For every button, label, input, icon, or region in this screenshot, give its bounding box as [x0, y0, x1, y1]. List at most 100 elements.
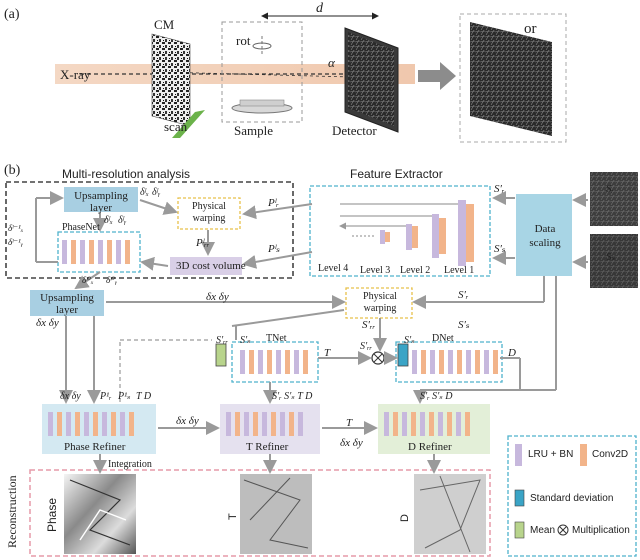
dnet-label: DNet	[432, 333, 454, 344]
level-2: Level 2	[400, 265, 431, 276]
lru-bn-layer	[102, 412, 107, 436]
phasenet-layers	[62, 240, 130, 264]
d-image	[414, 474, 486, 554]
legend-lru: LRU + BN	[528, 449, 574, 460]
t-refiner-layers	[226, 412, 303, 436]
phase-refiner-label: Phase Refiner	[64, 441, 126, 453]
output-image	[470, 22, 552, 136]
conv2d-layer	[125, 240, 130, 264]
lru-bn-layer	[298, 412, 303, 436]
d-label: d	[316, 1, 323, 16]
recon-phase-label: Phase	[45, 497, 59, 532]
conv2d-layer	[285, 350, 290, 374]
conv2d-layer	[129, 412, 134, 436]
lru-bn-layer	[244, 412, 249, 436]
sym-sr-p: S′ᵣ	[494, 183, 505, 195]
mra-title: Multi-resolution analysis	[62, 167, 191, 181]
lru-bn-layer	[62, 240, 67, 264]
conv2d-layer	[107, 240, 112, 264]
sym-dy-l1: δˡ⁻¹ᵧ	[8, 237, 23, 247]
lru-bn-layer	[226, 412, 231, 436]
scan-label: scan	[164, 119, 188, 134]
level-3: Level 3	[360, 265, 391, 276]
lru-bn-layer	[430, 350, 435, 374]
integration-label: Integration	[108, 459, 152, 470]
sym-td-phase: T D	[136, 391, 152, 402]
sym-d-dnet: D	[508, 347, 516, 359]
sym-ss-p-tnet: S′ₛ	[240, 335, 251, 346]
lru-bn-layer	[420, 412, 425, 436]
conv2d-layer	[465, 412, 470, 436]
cm-label: CM	[154, 17, 175, 32]
lru-bn-layer	[438, 412, 443, 436]
data-scaling-label: Data scaling	[529, 223, 561, 250]
lru-bn-layer	[280, 412, 285, 436]
conv2d-layer	[267, 350, 272, 374]
conv2d-layer	[271, 412, 276, 436]
sym-dxdy-refine: δx δy	[60, 391, 81, 402]
lru-bn-layer	[48, 412, 53, 436]
t-image	[240, 474, 312, 554]
sym-sr-ss-d: S′ᵣ S′ₛ D	[420, 391, 453, 402]
physical-warping-top-label: Physical warping	[192, 201, 226, 224]
sym-dxdy-d: δx δy	[340, 437, 363, 449]
fe-box	[309, 185, 491, 277]
sym-sr: Sᵣ	[606, 183, 615, 195]
conv2d-layer	[475, 350, 480, 374]
lru-bn-layer	[262, 412, 267, 436]
conv2d-layer	[303, 350, 308, 374]
fe-title: Feature Extractor	[350, 167, 443, 181]
physical-warping-lower-label: Physical warping	[363, 291, 397, 314]
lru-bn-layer	[98, 240, 103, 264]
sym-ss-p: S′ₛ	[494, 243, 506, 255]
phase-refiner-layers	[48, 412, 134, 436]
phasenet-label: PhaseNet	[62, 222, 100, 233]
lru-bn-layer	[120, 412, 125, 436]
lru-bn-layer	[84, 412, 89, 436]
legend-mean: Mean	[530, 525, 556, 536]
legend-mult: Multiplication	[572, 525, 630, 536]
sym-sr-p2: S′ᵣ	[458, 289, 469, 301]
sym-srr-p-mult: S′ᵣᵣ	[360, 341, 373, 352]
scan-stage	[172, 110, 205, 138]
conv2d-layer	[89, 240, 94, 264]
conv2d-layer	[493, 350, 498, 374]
upsampling-lower	[30, 290, 104, 316]
conv2d-layer	[447, 412, 452, 436]
sym-dx-l1: δˡ⁻¹ₓ	[8, 223, 24, 233]
reconstruction-label: Reconstruction	[5, 475, 19, 548]
detector-label: Detector	[332, 123, 377, 138]
alpha-label: α	[328, 55, 335, 70]
sym-dlx: δˡₓ	[140, 187, 149, 198]
upsampling-lower-label: Upsampling layer	[40, 292, 94, 317]
sym-p1s: P¹ₛ	[118, 391, 131, 402]
sym-dxdy-mid: δx δy	[206, 291, 229, 303]
sym-srr-p: S′ᵣᵣ	[362, 319, 376, 331]
panel-a-label: (a)	[4, 7, 20, 22]
recon-t-label: T	[227, 513, 239, 520]
conv2d-layer	[439, 350, 444, 374]
lru-bn-layer	[80, 240, 85, 264]
tnet-label: TNet	[266, 333, 287, 344]
lru-bn-layer	[116, 240, 121, 264]
lru-bn-layer	[276, 350, 281, 374]
conv2d-layer	[111, 412, 116, 436]
rot-label: rot	[236, 33, 251, 48]
conv2d-layer	[429, 412, 434, 436]
upsampling-top-label: Upsampling layer	[74, 190, 128, 215]
conv2d-layer	[411, 412, 416, 436]
sample-label: Sample	[234, 123, 273, 138]
lru-bn-layer	[384, 412, 389, 436]
conv2d-layer	[235, 412, 240, 436]
conv2d-layer	[75, 412, 80, 436]
lru-bn-layer	[294, 350, 299, 374]
reconstruction-box	[29, 469, 491, 557]
phase-image	[64, 474, 136, 554]
sym-dlx-inner: δˡₓ	[104, 215, 113, 226]
sym-p1r: P¹ᵣ	[100, 391, 112, 402]
sym-ss-p-dnet: S′ₛ	[404, 335, 415, 346]
t-refiner-label: T Refiner	[246, 441, 289, 453]
d-refiner-label: D Refiner	[408, 441, 452, 453]
